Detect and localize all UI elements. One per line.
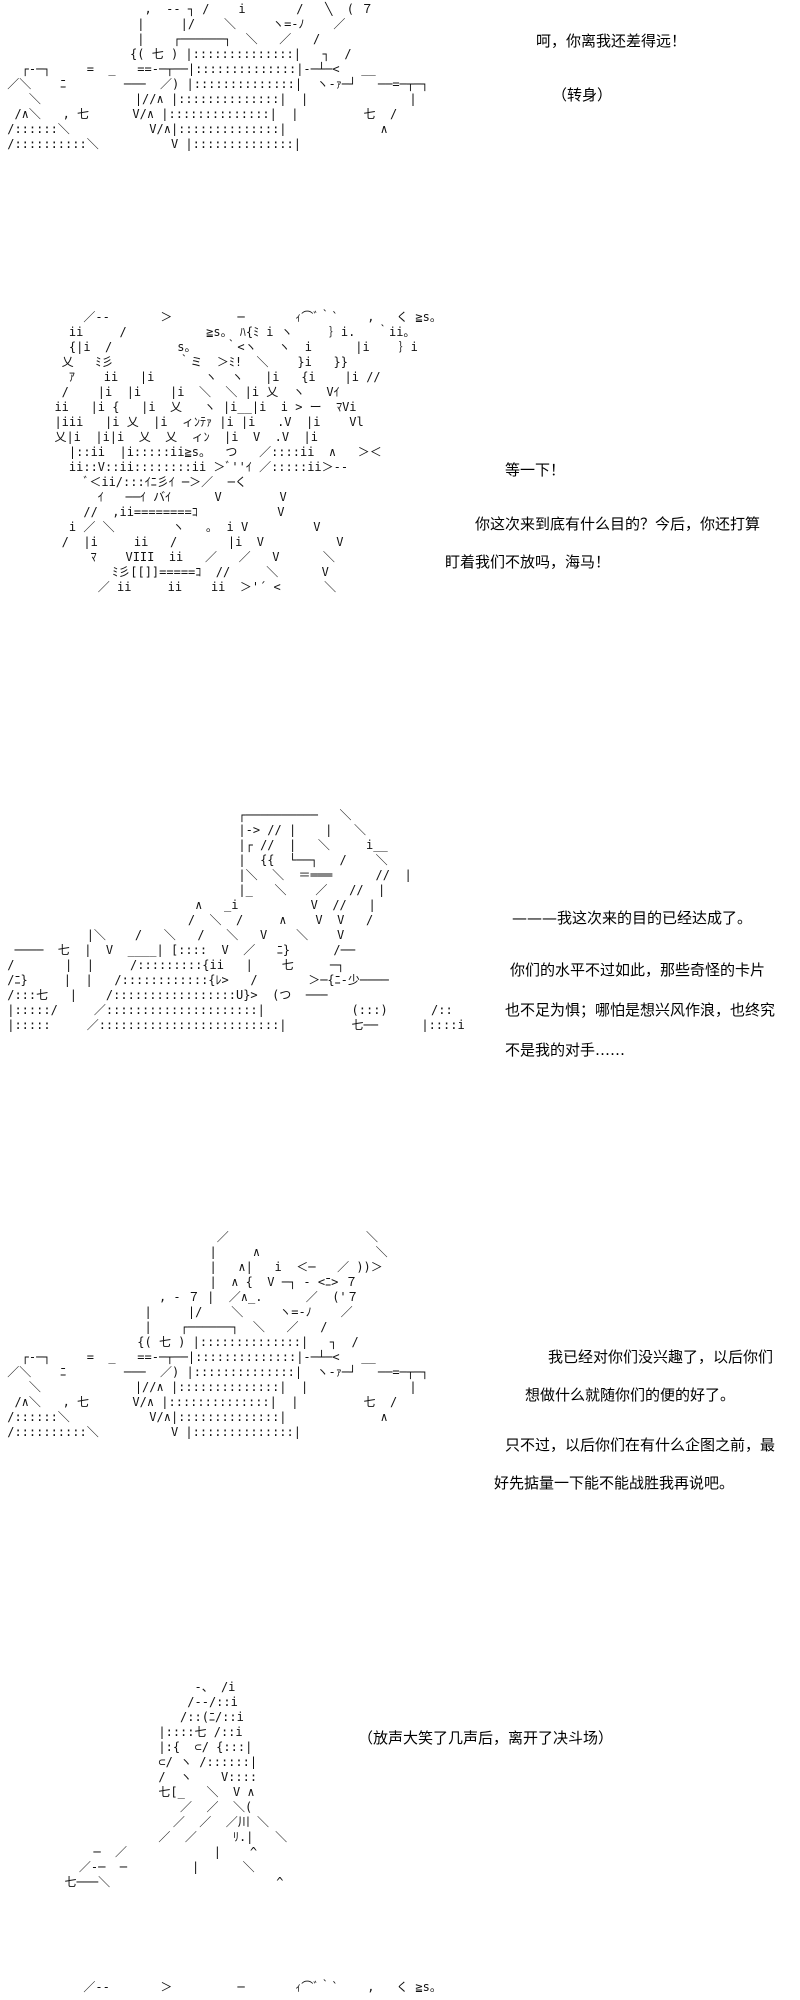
- dialogue-line: 你们的水平不过如此，那些奇怪的卡片: [510, 961, 766, 979]
- dialogue-line: 想做什么就随你们的便的好了。: [525, 1386, 736, 1404]
- dialogue-line: 我已经对你们没兴趣了，以后你们: [548, 1348, 774, 1366]
- panel-4: ／ ＼ | ∧ ＼ | ∧| i ＜─ ／ ))＞ | ∧ { V ─┐ ‐ <…: [0, 1210, 800, 1660]
- ascii-art-character: ／-- ＞ ─ ｨ⌒ﾞ｀` , く ≧s。 ii / ≧s。 ﾊ{ﾐ i ヽ ｝…: [54, 310, 442, 594]
- panel-3: ┌────────── ＼ |‐> // | | ＼ |┌ // | ＼ i__…: [0, 800, 800, 1190]
- ascii-art-character: ／-- ＞ ─ ｨ⌒ﾞ｀` , く ≧s。: [40, 1980, 442, 1994]
- panel-2: ／-- ＞ ─ ｨ⌒ﾞ｀` , く ≧s。 ii / ≧s。 ﾊ{ﾐ i ヽ ｝…: [0, 280, 800, 780]
- dialogue-line: 只不过，以后你们在有什么企图之前，最: [505, 1436, 776, 1454]
- dialogue-line: ———我这次来的目的已经达成了。: [512, 909, 753, 927]
- ascii-art-scene: ┌────────── ＼ |‐> // | | ＼ |┌ // | ＼ i__…: [7, 808, 465, 1032]
- dialogue-line: 不是我的对手……: [505, 1041, 626, 1059]
- dialogue-line: 你这次来到底有什么目的？今后，你还打算: [475, 515, 761, 533]
- dialogue-line: 盯着我们不放吗，海马！: [445, 553, 611, 571]
- ascii-art-walking-away: -、 /i /‐-/::i /::(ﾆ/::i |::::七 /::i |:{ …: [64, 1680, 288, 1889]
- panel-1: , -‐ ┐ / i / ╲ ( ７ | |/ ＼ ヽ=-ﾉ ／ | ┌────…: [0, 0, 800, 275]
- panel-6-partial: ／-- ＞ ─ ｨ⌒ﾞ｀` , く ≧s。: [0, 1978, 800, 2000]
- dialogue-line: 也不足为惧；哪怕是想兴风作浪，也终究: [505, 1001, 776, 1019]
- ascii-art-kaiba: ／ ＼ | ∧ ＼ | ∧| i ＜─ ／ ))＞ | ∧ { V ─┐ ‐ <…: [7, 1230, 429, 1439]
- action-note: （转身）: [552, 86, 613, 104]
- action-note: （放声大笑了几声后，离开了决斗场）: [358, 1729, 614, 1747]
- dialogue-line: 等一下！: [505, 461, 566, 479]
- dialogue-line: 好先掂量一下能不能战胜我再说吧。: [494, 1474, 735, 1492]
- dialogue-line: 呵，你离我还差得远！: [536, 32, 687, 50]
- panel-5: -、 /i /‐-/::i /::(ﾆ/::i |::::七 /::i |:{ …: [0, 1665, 800, 1965]
- ascii-art-kaiba-turning: , -‐ ┐ / i / ╲ ( ７ | |/ ＼ ヽ=-ﾉ ／ | ┌────…: [7, 2, 429, 151]
